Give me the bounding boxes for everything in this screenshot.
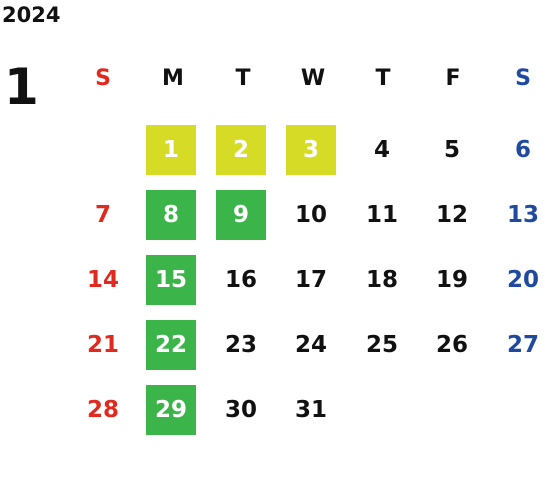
day-cell-10[interactable]: 10 — [294, 202, 327, 228]
weekday-wednesday: W — [300, 66, 326, 91]
weekday-friday: F — [445, 66, 461, 91]
day-cell-1[interactable]: 1 — [146, 125, 196, 175]
day-cell-15[interactable]: 15 — [146, 255, 196, 305]
day-cell-21[interactable]: 21 — [86, 332, 119, 358]
day-cell-20[interactable]: 20 — [506, 267, 539, 293]
day-cell-26[interactable]: 26 — [435, 332, 468, 358]
day-cell-7[interactable]: 7 — [94, 202, 111, 228]
year-label: 2024 — [2, 3, 61, 27]
day-cell-30[interactable]: 30 — [224, 397, 257, 423]
weekday-sunday: S — [95, 66, 111, 91]
weekday-saturday: S — [515, 66, 531, 91]
day-cell-5[interactable]: 5 — [443, 137, 460, 163]
day-cell-25[interactable]: 25 — [365, 332, 398, 358]
day-cell-29[interactable]: 29 — [146, 385, 196, 435]
day-cell-13[interactable]: 13 — [506, 202, 539, 228]
day-cell-3[interactable]: 3 — [286, 125, 336, 175]
day-cell-22[interactable]: 22 — [146, 320, 196, 370]
day-cell-8[interactable]: 8 — [146, 190, 196, 240]
day-cell-12[interactable]: 12 — [435, 202, 468, 228]
weekday-tuesday: T — [235, 66, 251, 91]
day-cell-6[interactable]: 6 — [514, 137, 531, 163]
day-cell-9[interactable]: 9 — [216, 190, 266, 240]
day-cell-31[interactable]: 31 — [294, 397, 327, 423]
day-cell-28[interactable]: 28 — [86, 397, 119, 423]
day-cell-23[interactable]: 23 — [224, 332, 257, 358]
day-cell-18[interactable]: 18 — [365, 267, 398, 293]
month-number: 1 — [4, 58, 39, 116]
day-cell-2[interactable]: 2 — [216, 125, 266, 175]
day-cell-14[interactable]: 14 — [86, 267, 119, 293]
weekday-monday: M — [162, 66, 184, 91]
day-cell-27[interactable]: 27 — [506, 332, 539, 358]
day-cell-16[interactable]: 16 — [224, 267, 257, 293]
day-cell-24[interactable]: 24 — [294, 332, 327, 358]
day-cell-11[interactable]: 11 — [365, 202, 398, 228]
day-cell-19[interactable]: 19 — [435, 267, 468, 293]
weekday-thursday: T — [375, 66, 391, 91]
day-cell-4[interactable]: 4 — [373, 137, 390, 163]
day-cell-17[interactable]: 17 — [294, 267, 327, 293]
